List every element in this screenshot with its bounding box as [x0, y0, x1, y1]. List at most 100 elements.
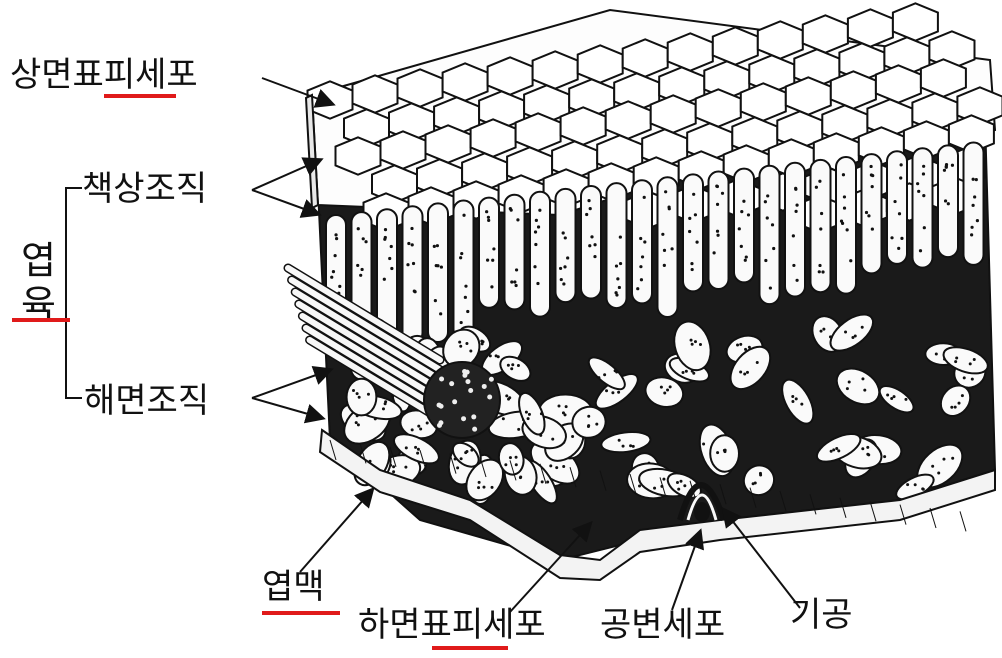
chloroplast-dot: [739, 371, 742, 374]
chloroplast-dot: [663, 264, 666, 267]
chloroplast-dot: [795, 397, 798, 400]
chloroplast-dot: [593, 243, 596, 246]
chloroplast-dot: [546, 480, 549, 483]
chloroplast-dot: [740, 210, 743, 213]
chloroplast-dot: [597, 376, 600, 379]
upper-epidermis-cell: [443, 63, 488, 100]
lower-epidermis-division: [930, 508, 936, 528]
chloroplast-dot: [515, 284, 518, 287]
upper-epidermis-cell: [786, 77, 831, 114]
upper-epidermis-cell: [426, 125, 471, 162]
chloroplast-dot: [699, 343, 702, 346]
chloroplast-dot: [772, 247, 775, 250]
chloroplast-dot: [820, 212, 823, 215]
chloroplast-dot: [619, 262, 622, 265]
chloroplast-dot: [632, 445, 635, 448]
chloroplast-dot: [820, 330, 823, 333]
chloroplast-dot: [756, 361, 759, 364]
label-lower-epidermis: 하면표피세포: [358, 608, 546, 642]
chloroplast-dot: [842, 173, 845, 176]
label-spongy: 해면조직: [84, 384, 209, 418]
chloroplast-dot: [716, 234, 719, 237]
chloroplast-dot: [611, 391, 614, 394]
upper-epidermis-cell: [803, 15, 848, 52]
upper-epidermis-cell: [668, 33, 713, 70]
chloroplast-dot: [460, 252, 463, 255]
chloroplast-dot: [390, 267, 393, 270]
chloroplast-dot: [517, 428, 520, 431]
chloroplast-dot: [935, 352, 938, 355]
chloroplast-dot: [562, 465, 565, 468]
vein-vessel-dot: [452, 399, 457, 404]
chloroplast-dot: [615, 293, 618, 296]
chloroplast-dot: [507, 364, 510, 367]
chloroplast-dot: [407, 242, 410, 245]
upper-epidermis-cell: [398, 69, 443, 106]
chloroplast-dot: [587, 415, 590, 418]
chloroplast-dot: [794, 210, 797, 213]
chloroplast-dot: [740, 245, 743, 248]
chloroplast-dot: [482, 486, 485, 489]
chloroplast-dot: [886, 393, 889, 396]
chloroplast-dot: [944, 199, 947, 202]
chloroplast-dot: [692, 193, 695, 196]
chloroplast-dot: [937, 472, 940, 475]
chloroplast-dot: [942, 458, 945, 461]
chloroplast-dot: [690, 339, 693, 342]
chloroplast-dot: [384, 402, 387, 405]
upper-epidermis-cell: [353, 75, 398, 112]
chloroplast-dot: [871, 174, 874, 177]
chloroplast-dot: [848, 381, 851, 384]
chloroplast-dot: [383, 278, 386, 281]
chloroplast-dot: [867, 453, 870, 456]
chloroplast-dot: [470, 449, 473, 452]
chloroplast-dot: [688, 217, 691, 220]
chloroplast-dot: [334, 233, 337, 236]
chloroplast-dot: [771, 223, 774, 226]
chloroplast-dot: [871, 227, 874, 230]
chloroplast-dot: [618, 286, 621, 289]
chloroplast-dot: [589, 207, 592, 210]
chloroplast-dot: [871, 185, 874, 188]
spongy-cell: [710, 435, 739, 472]
chloroplast-dot: [357, 423, 360, 426]
chloroplast-dot: [766, 216, 769, 219]
palisade-cell: [607, 183, 627, 308]
chloroplast-dot: [743, 373, 746, 376]
palisade-cell: [836, 157, 856, 294]
chloroplast-dot: [640, 278, 643, 281]
chloroplast-dot: [562, 231, 565, 234]
chloroplast-dot: [843, 195, 846, 198]
chloroplast-dot: [585, 213, 588, 216]
vein-cross-section: [424, 362, 500, 438]
palisade-cell: [887, 151, 907, 264]
vein-vessel-dot: [461, 416, 466, 421]
lower-epidermis-division: [960, 511, 966, 531]
chloroplast-dot: [663, 391, 666, 394]
chloroplast-dot: [509, 456, 512, 459]
chloroplast-dot: [491, 486, 494, 489]
chloroplast-dot: [549, 464, 552, 467]
chloroplast-dot: [841, 222, 844, 225]
chloroplast-dot: [721, 192, 724, 195]
chloroplast-dot: [867, 214, 870, 217]
chloroplast-dot: [510, 367, 513, 370]
chloroplast-dot: [537, 225, 540, 228]
chloroplast-dot: [883, 455, 886, 458]
chloroplast-dot: [764, 259, 767, 262]
chloroplast-dot: [352, 389, 355, 392]
chloroplast-dot: [662, 478, 665, 481]
chloroplast-dot: [861, 447, 864, 450]
chloroplast-dot: [861, 377, 864, 380]
chloroplast-dot: [410, 227, 413, 230]
chloroplast-dot: [904, 398, 907, 401]
chloroplast-dot: [716, 203, 719, 206]
chloroplast-dot: [404, 466, 407, 469]
chloroplast-dot: [616, 277, 619, 280]
chloroplast-dot: [795, 279, 798, 282]
chloroplast-dot: [800, 403, 803, 406]
chloroplast-dot: [759, 473, 762, 476]
upper-epidermis-cell: [623, 39, 668, 76]
upper-epidermis-cell: [758, 21, 803, 58]
chloroplast-dot: [460, 321, 463, 324]
